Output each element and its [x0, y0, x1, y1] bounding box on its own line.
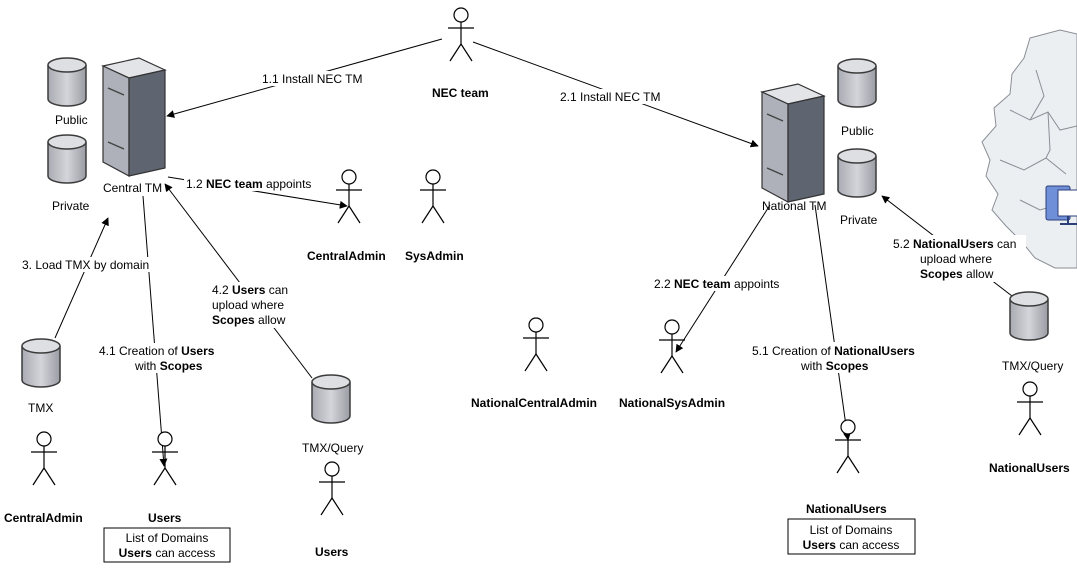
database-central-public [47, 57, 87, 107]
server-national-tm [761, 83, 825, 203]
edge-load-tmx [54, 217, 109, 339]
actor-national-central-admin [522, 317, 550, 372]
svg-text:List of Domains: List of Domains [810, 523, 893, 537]
svg-text:with Scopes: with Scopes [134, 359, 203, 373]
actor-users-mid [151, 431, 179, 486]
database-national-public [837, 58, 877, 108]
database-tmx-query-right-label: TMX/Query [1002, 359, 1063, 373]
edge-label-create-national-users: 5.1 Creation of NationalUsers with Scope… [750, 342, 926, 373]
map-illustration [981, 29, 1077, 269]
svg-text:2.1 Install NEC TM: 2.1 Install NEC TM [560, 90, 660, 104]
database-national-private [837, 148, 877, 198]
actor-national-users-mid-label: NationalUsers [806, 502, 887, 516]
database-tmx-query-left [311, 374, 351, 424]
database-national-private-label: Private [840, 213, 878, 227]
edge-label-appoints-central: 1.2 NEC team appoints [184, 176, 321, 191]
actor-national-users-right [1016, 381, 1044, 436]
svg-text:2.2 NEC team appoints: 2.2 NEC team appoints [654, 277, 779, 291]
svg-text:Users can access: Users can access [119, 546, 216, 560]
actor-national-central-admin-label: NationalCentralAdmin [471, 396, 597, 410]
edge-create-national-users [814, 204, 851, 441]
svg-text:upload where: upload where [212, 298, 284, 312]
edge-label-users-upload: 4.2 Users can upload where Scopes allow [207, 282, 293, 328]
actor-nec-team-label: NEC team [432, 86, 489, 100]
database-central-private [47, 134, 87, 184]
actor-national-sys-admin [658, 319, 686, 374]
actor-central-admin-top [335, 169, 363, 224]
svg-text:List of Domains: List of Domains [126, 531, 209, 545]
edge-create-users [142, 195, 168, 467]
svg-text:5.1 Creation of NationalUsers: 5.1 Creation of NationalUsers [752, 344, 915, 358]
actor-national-users-mid [834, 419, 862, 474]
edge-label-install-national: 2.1 Install NEC TM [558, 89, 670, 104]
actor-users-mid-label: Users [148, 511, 182, 525]
svg-text:with Scopes: with Scopes [800, 359, 869, 373]
svg-text:Scopes allow: Scopes allow [212, 313, 286, 327]
note-left-domains: List of Domains Users can access [103, 527, 231, 563]
database-tmx-label: TMX [28, 401, 53, 415]
edge-label-load-tmx: 3. Load TMX by domain [20, 257, 158, 272]
actor-sys-admin-label: SysAdmin [405, 249, 464, 263]
database-tmx-query-left-label: TMX/Query [302, 441, 363, 455]
edge-label-appoints-national: 2.2 NEC team appoints [652, 276, 792, 291]
server-central-tm [102, 57, 166, 177]
svg-text:upload where: upload where [920, 252, 992, 266]
actor-users-bottom [318, 461, 346, 516]
actor-national-sys-admin-label: NationalSysAdmin [619, 396, 725, 410]
edge-users-upload [164, 183, 313, 379]
database-central-private-label: Private [52, 199, 90, 213]
database-tmx [21, 338, 61, 388]
actor-national-users-right-label: NationalUsers [989, 461, 1070, 475]
actor-users-bottom-label: Users [315, 545, 349, 559]
edge-label-install-central: 1.1 Install NEC TM [260, 71, 372, 86]
edge-label-create-users: 4.1 Creation of Users with Scopes [97, 343, 222, 373]
database-central-public-label: Public [55, 113, 88, 127]
note-right-domains: List of Domains Users can access [787, 518, 916, 555]
server-national-tm-label: National TM [762, 199, 826, 213]
actor-central-admin-bottom [30, 431, 58, 486]
server-central-tm-label: Central TM [103, 181, 162, 195]
svg-text:1.1 Install NEC TM: 1.1 Install NEC TM [262, 72, 362, 86]
svg-text:1.2 NEC team appoints: 1.2 NEC team appoints [186, 177, 311, 191]
actor-central-admin-bottom-label: CentralAdmin [4, 511, 83, 525]
actor-nec-team [447, 7, 475, 62]
svg-text:4.2 Users can: 4.2 Users can [212, 283, 288, 297]
actor-central-admin-top-label: CentralAdmin [307, 249, 386, 263]
actor-sys-admin [419, 169, 447, 224]
svg-text:Users can access: Users can access [803, 538, 900, 552]
svg-text:Scopes allow: Scopes allow [920, 267, 994, 281]
svg-text:3. Load TMX by domain: 3. Load TMX by domain [22, 258, 149, 272]
edge-label-national-users-upload: 5.2 NationalUsers can upload where Scope… [890, 235, 1026, 282]
svg-text:5.2 NationalUsers can: 5.2 NationalUsers can [893, 237, 1016, 251]
svg-text:4.1 Creation of Users: 4.1 Creation of Users [99, 344, 215, 358]
database-national-public-label: Public [841, 124, 874, 138]
database-tmx-query-right [1009, 291, 1049, 341]
